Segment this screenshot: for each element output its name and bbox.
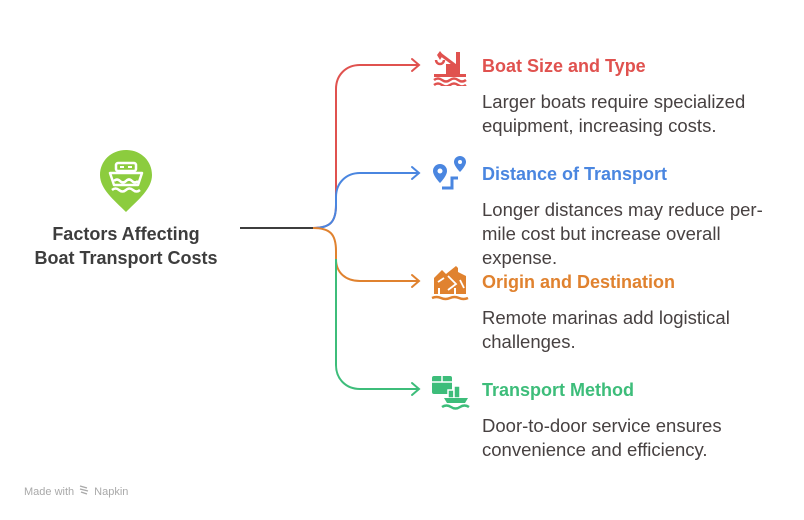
crane-boat-icon — [430, 46, 470, 88]
connector-boat-size — [312, 64, 419, 229]
branch-description: Longer distances may reduce per-mile cos… — [482, 199, 763, 268]
center-title: Factors Affecting Boat Transport Costs — [0, 222, 252, 270]
branch-title: Distance of Transport — [482, 164, 668, 184]
branch-title: Transport Method — [482, 380, 634, 400]
center-title-line2: Boat Transport Costs — [34, 248, 218, 268]
arrowhead-boat-size — [411, 58, 421, 72]
center-title-line1: Factors Affecting — [52, 224, 200, 244]
connector-distance — [312, 172, 419, 229]
connector-origin — [312, 227, 419, 282]
branch-description: Larger boats require specialized equipme… — [482, 91, 746, 136]
connector-method — [335, 259, 419, 390]
arrowhead-origin — [411, 274, 421, 288]
branch-title: Boat Size and Type — [482, 56, 646, 76]
marina-buildings-icon — [430, 262, 470, 302]
route-pins-icon — [430, 154, 470, 194]
made-with-label: Made with — [24, 485, 75, 498]
arrowhead-method — [411, 382, 421, 396]
branch-title: Origin and Destination — [482, 272, 676, 292]
boat-pin-icon — [98, 148, 154, 214]
branch-description: Remote marinas add logistical challenges… — [482, 307, 730, 352]
napkin-brand: Napkin — [94, 485, 129, 498]
branch-description: Door-to-door service ensures convenience… — [482, 415, 722, 460]
made-with-napkin[interactable]: Made with Napkin — [24, 484, 128, 499]
napkin-logo-icon — [78, 484, 90, 499]
arrowhead-distance — [411, 166, 421, 180]
package-ship-icon — [430, 370, 470, 410]
